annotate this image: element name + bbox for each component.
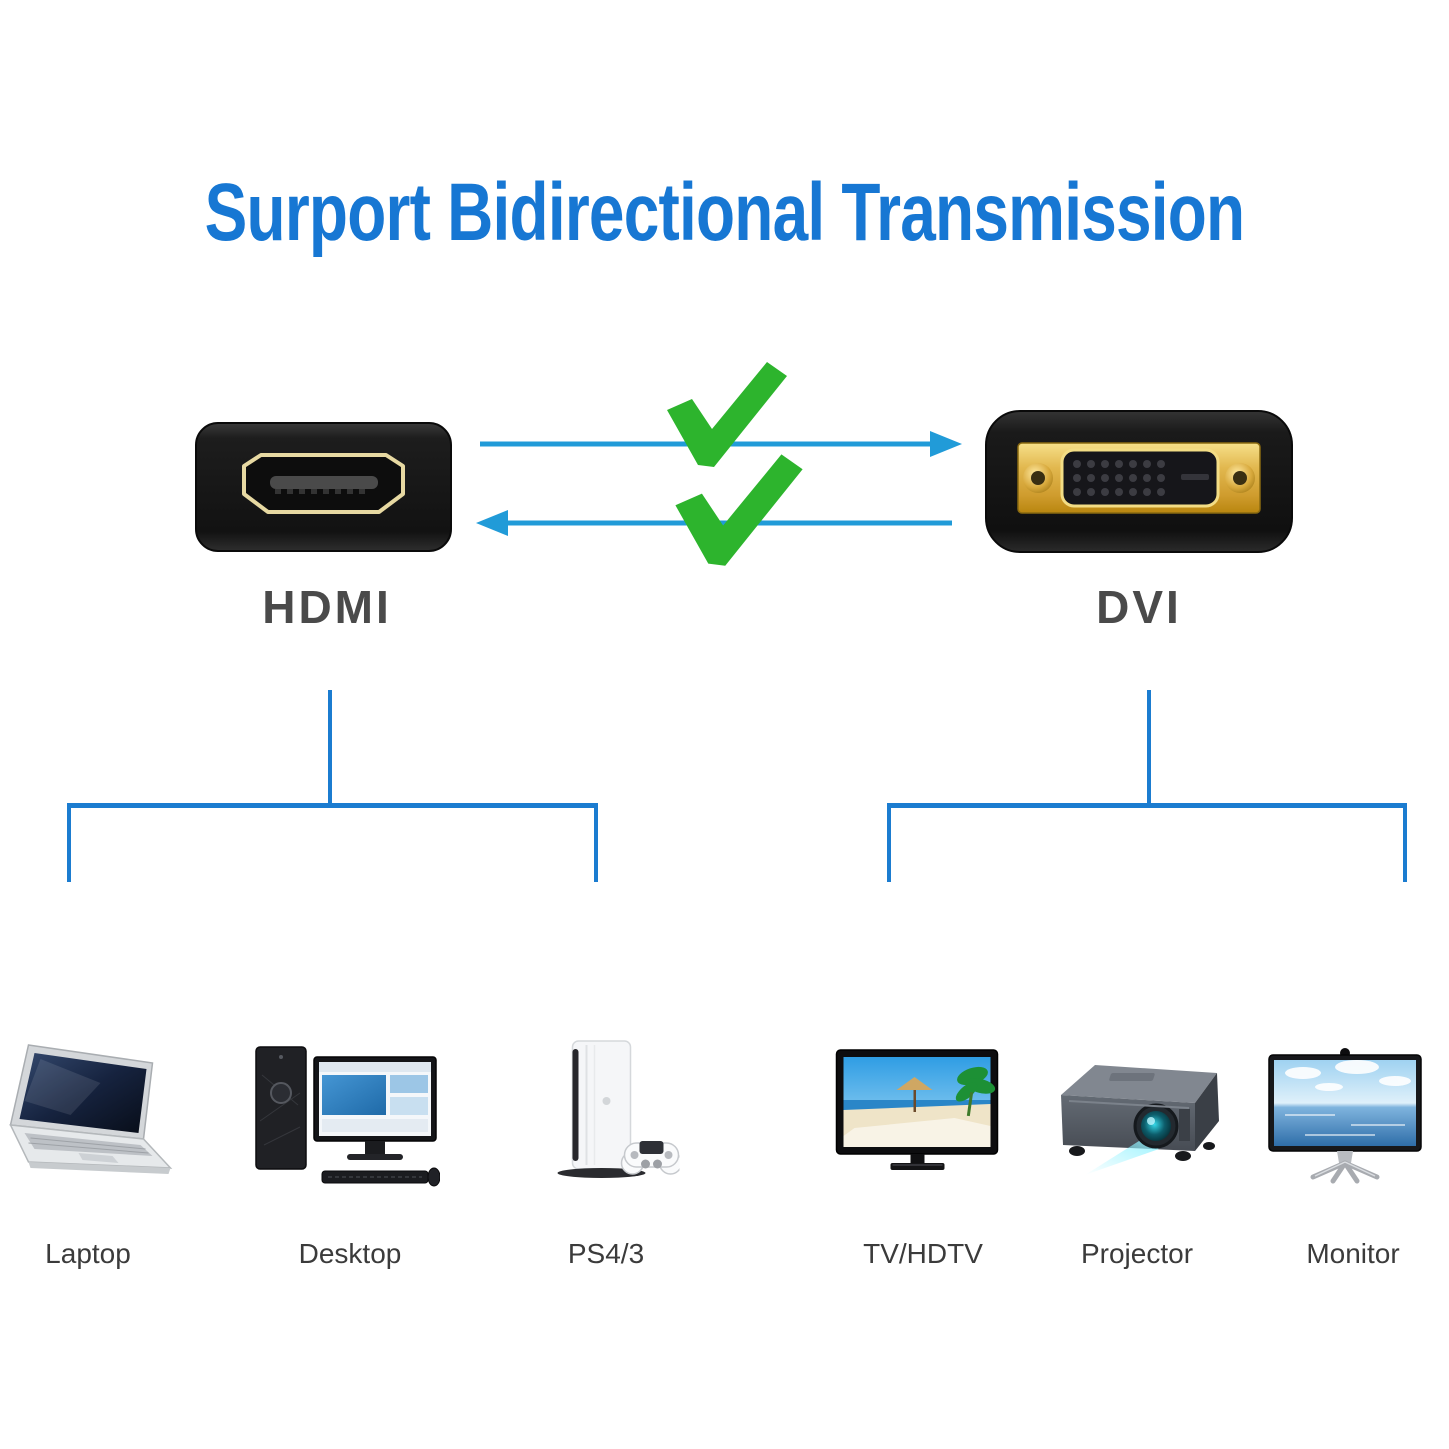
monitor-icon: [1268, 1048, 1422, 1184]
laptop-icon: [9, 1044, 173, 1174]
hdmi-label: HDMI: [262, 581, 392, 633]
check-icon: [667, 362, 787, 467]
device-laptop: [1, 1030, 176, 1200]
projector-icon: [1061, 1064, 1219, 1175]
device-ps4: [525, 1030, 680, 1200]
label-tv: TV/HDTV: [863, 1238, 983, 1269]
desktop-icon: [255, 1046, 440, 1187]
label-ps4: PS4/3: [567, 1238, 645, 1269]
bidirectional-arrows: [476, 362, 962, 566]
label-desktop: Desktop: [298, 1238, 402, 1269]
page-title: Surport Bidirectional Transmission: [204, 167, 1245, 258]
ps4-icon: [557, 1040, 680, 1178]
dvi-port-icon: [985, 410, 1293, 553]
device-projector: [1043, 1030, 1223, 1200]
check-icon: [675, 454, 803, 566]
dvi-branch-bracket: [887, 803, 1407, 882]
device-desktop: [250, 1030, 440, 1200]
hdmi-port-icon: [195, 422, 452, 552]
dvi-label: DVI: [1096, 581, 1182, 633]
device-monitor: [1265, 1030, 1425, 1200]
tv-icon: [835, 1048, 999, 1170]
dvi-branch-stem: [1147, 690, 1151, 805]
label-projector: Projector: [1080, 1238, 1194, 1269]
hdmi-branch-bracket: [67, 803, 598, 882]
hdmi-branch-stem: [328, 690, 332, 805]
label-monitor: Monitor: [1306, 1238, 1400, 1269]
device-tv: [835, 1030, 1000, 1200]
label-laptop: Laptop: [45, 1238, 131, 1269]
